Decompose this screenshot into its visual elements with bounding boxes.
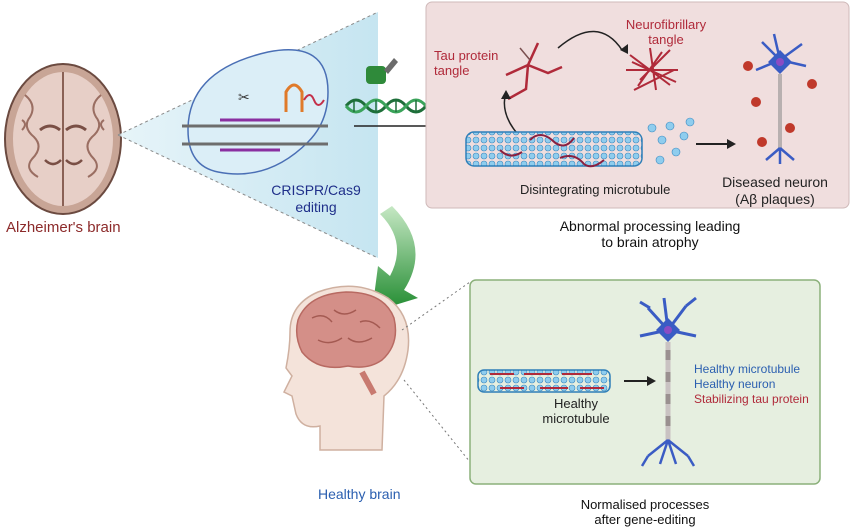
gene-edit-pen-icon	[366, 58, 398, 84]
tau-tangle-icon	[505, 42, 563, 101]
nft-label-line1: Neurofibrillary	[625, 17, 707, 32]
disintegrating-microtubule-image	[465, 117, 695, 168]
normalised-caption-line1: Normalised processes	[580, 497, 710, 512]
disintegrating-microtubule-label: Disintegrating microtubule	[520, 182, 671, 197]
healthy-neuron-image	[639, 296, 697, 467]
diseased-neuron-line2: (Aβ plaques)	[735, 191, 815, 207]
diseased-neuron-line1: Diseased neuron	[722, 174, 828, 190]
diseased-neuron-label: Diseased neuron (Aβ plaques)	[710, 174, 840, 208]
alzheimers-brain-label: Alzheimer's brain	[6, 219, 121, 236]
tau-protein-label: Tau protein tangle	[434, 48, 498, 78]
healthy-microtubule-line2: microtubule	[542, 411, 610, 426]
normalised-processes-caption: Normalised processes after gene-editing	[540, 497, 750, 527]
normalised-caption-line2: after gene-editing	[594, 512, 696, 527]
treatment-arrow	[372, 206, 418, 312]
healthy-brain-label: Healthy brain	[318, 486, 401, 502]
curved-arrow-up	[501, 90, 517, 133]
crispr-label: CRISPR/Cas9 editing	[266, 182, 366, 216]
legend-healthy-microtubule: Healthy microtubule	[694, 362, 801, 376]
svg-text:✂: ✂	[238, 89, 250, 105]
tau-label-line1: Tau protein	[434, 48, 499, 63]
healthy-legend: Healthy microtubule Healthy neuron Stabi…	[694, 362, 809, 407]
abnormal-caption-line2: to brain atrophy	[601, 234, 699, 250]
tau-label-line2: tangle	[434, 63, 470, 78]
crispr-label-line1: CRISPR/Cas9	[271, 182, 361, 198]
healthy-microtubule-label: Healthy microtubule	[526, 396, 626, 426]
arrow-to-diseased-neuron	[696, 139, 736, 149]
nft-label-line2: tangle	[648, 32, 684, 47]
abnormal-caption-line1: Abnormal processing leading	[559, 218, 741, 234]
alzheimers-brain-image	[4, 63, 122, 215]
crispr-cas9-complex: ✂	[182, 49, 329, 175]
neurofibrillary-tangle-label: Neurofibrillary tangle	[608, 17, 724, 47]
neurofibrillary-tangle-icon	[626, 47, 678, 91]
healthy-microtubule-line1: Healthy	[553, 396, 599, 411]
dna-helix-icon	[344, 98, 428, 114]
crispr-label-line2: editing	[295, 199, 337, 215]
diseased-neuron-image	[743, 33, 817, 164]
legend-stabilizing-tau: Stabilizing tau protein	[694, 392, 809, 406]
arrow-to-healthy-neuron	[624, 376, 656, 386]
curved-arrow-top	[557, 30, 628, 54]
abnormal-processing-caption: Abnormal processing leading to brain atr…	[530, 218, 770, 250]
healthy-head-image	[282, 285, 410, 451]
healthy-microtubule-image	[477, 369, 611, 393]
legend-healthy-neuron: Healthy neuron	[694, 377, 776, 391]
